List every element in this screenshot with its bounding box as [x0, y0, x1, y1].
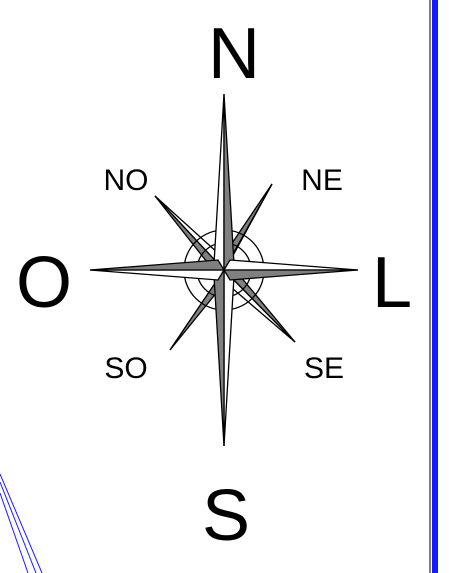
north-label: N	[208, 14, 260, 94]
north-point-dark	[224, 94, 234, 270]
northwest-label: NO	[104, 164, 149, 197]
south-label: S	[202, 476, 250, 556]
northeast-label: NE	[301, 164, 343, 197]
east-point-dark	[224, 270, 358, 280]
south-point-light	[224, 270, 234, 446]
east-point-light	[224, 260, 358, 270]
west-point-light	[90, 270, 224, 280]
south-point-dark	[214, 270, 224, 446]
east-label: L	[372, 243, 412, 323]
west-point-dark	[90, 260, 224, 270]
cardinal-points	[90, 94, 358, 446]
corner-diagonal-lines	[0, 474, 42, 573]
west-label: O	[16, 243, 72, 323]
north-point-light	[214, 94, 224, 270]
southwest-label: SO	[104, 352, 147, 385]
southeast-label: SE	[304, 352, 344, 385]
right-border-band	[432, 0, 438, 573]
